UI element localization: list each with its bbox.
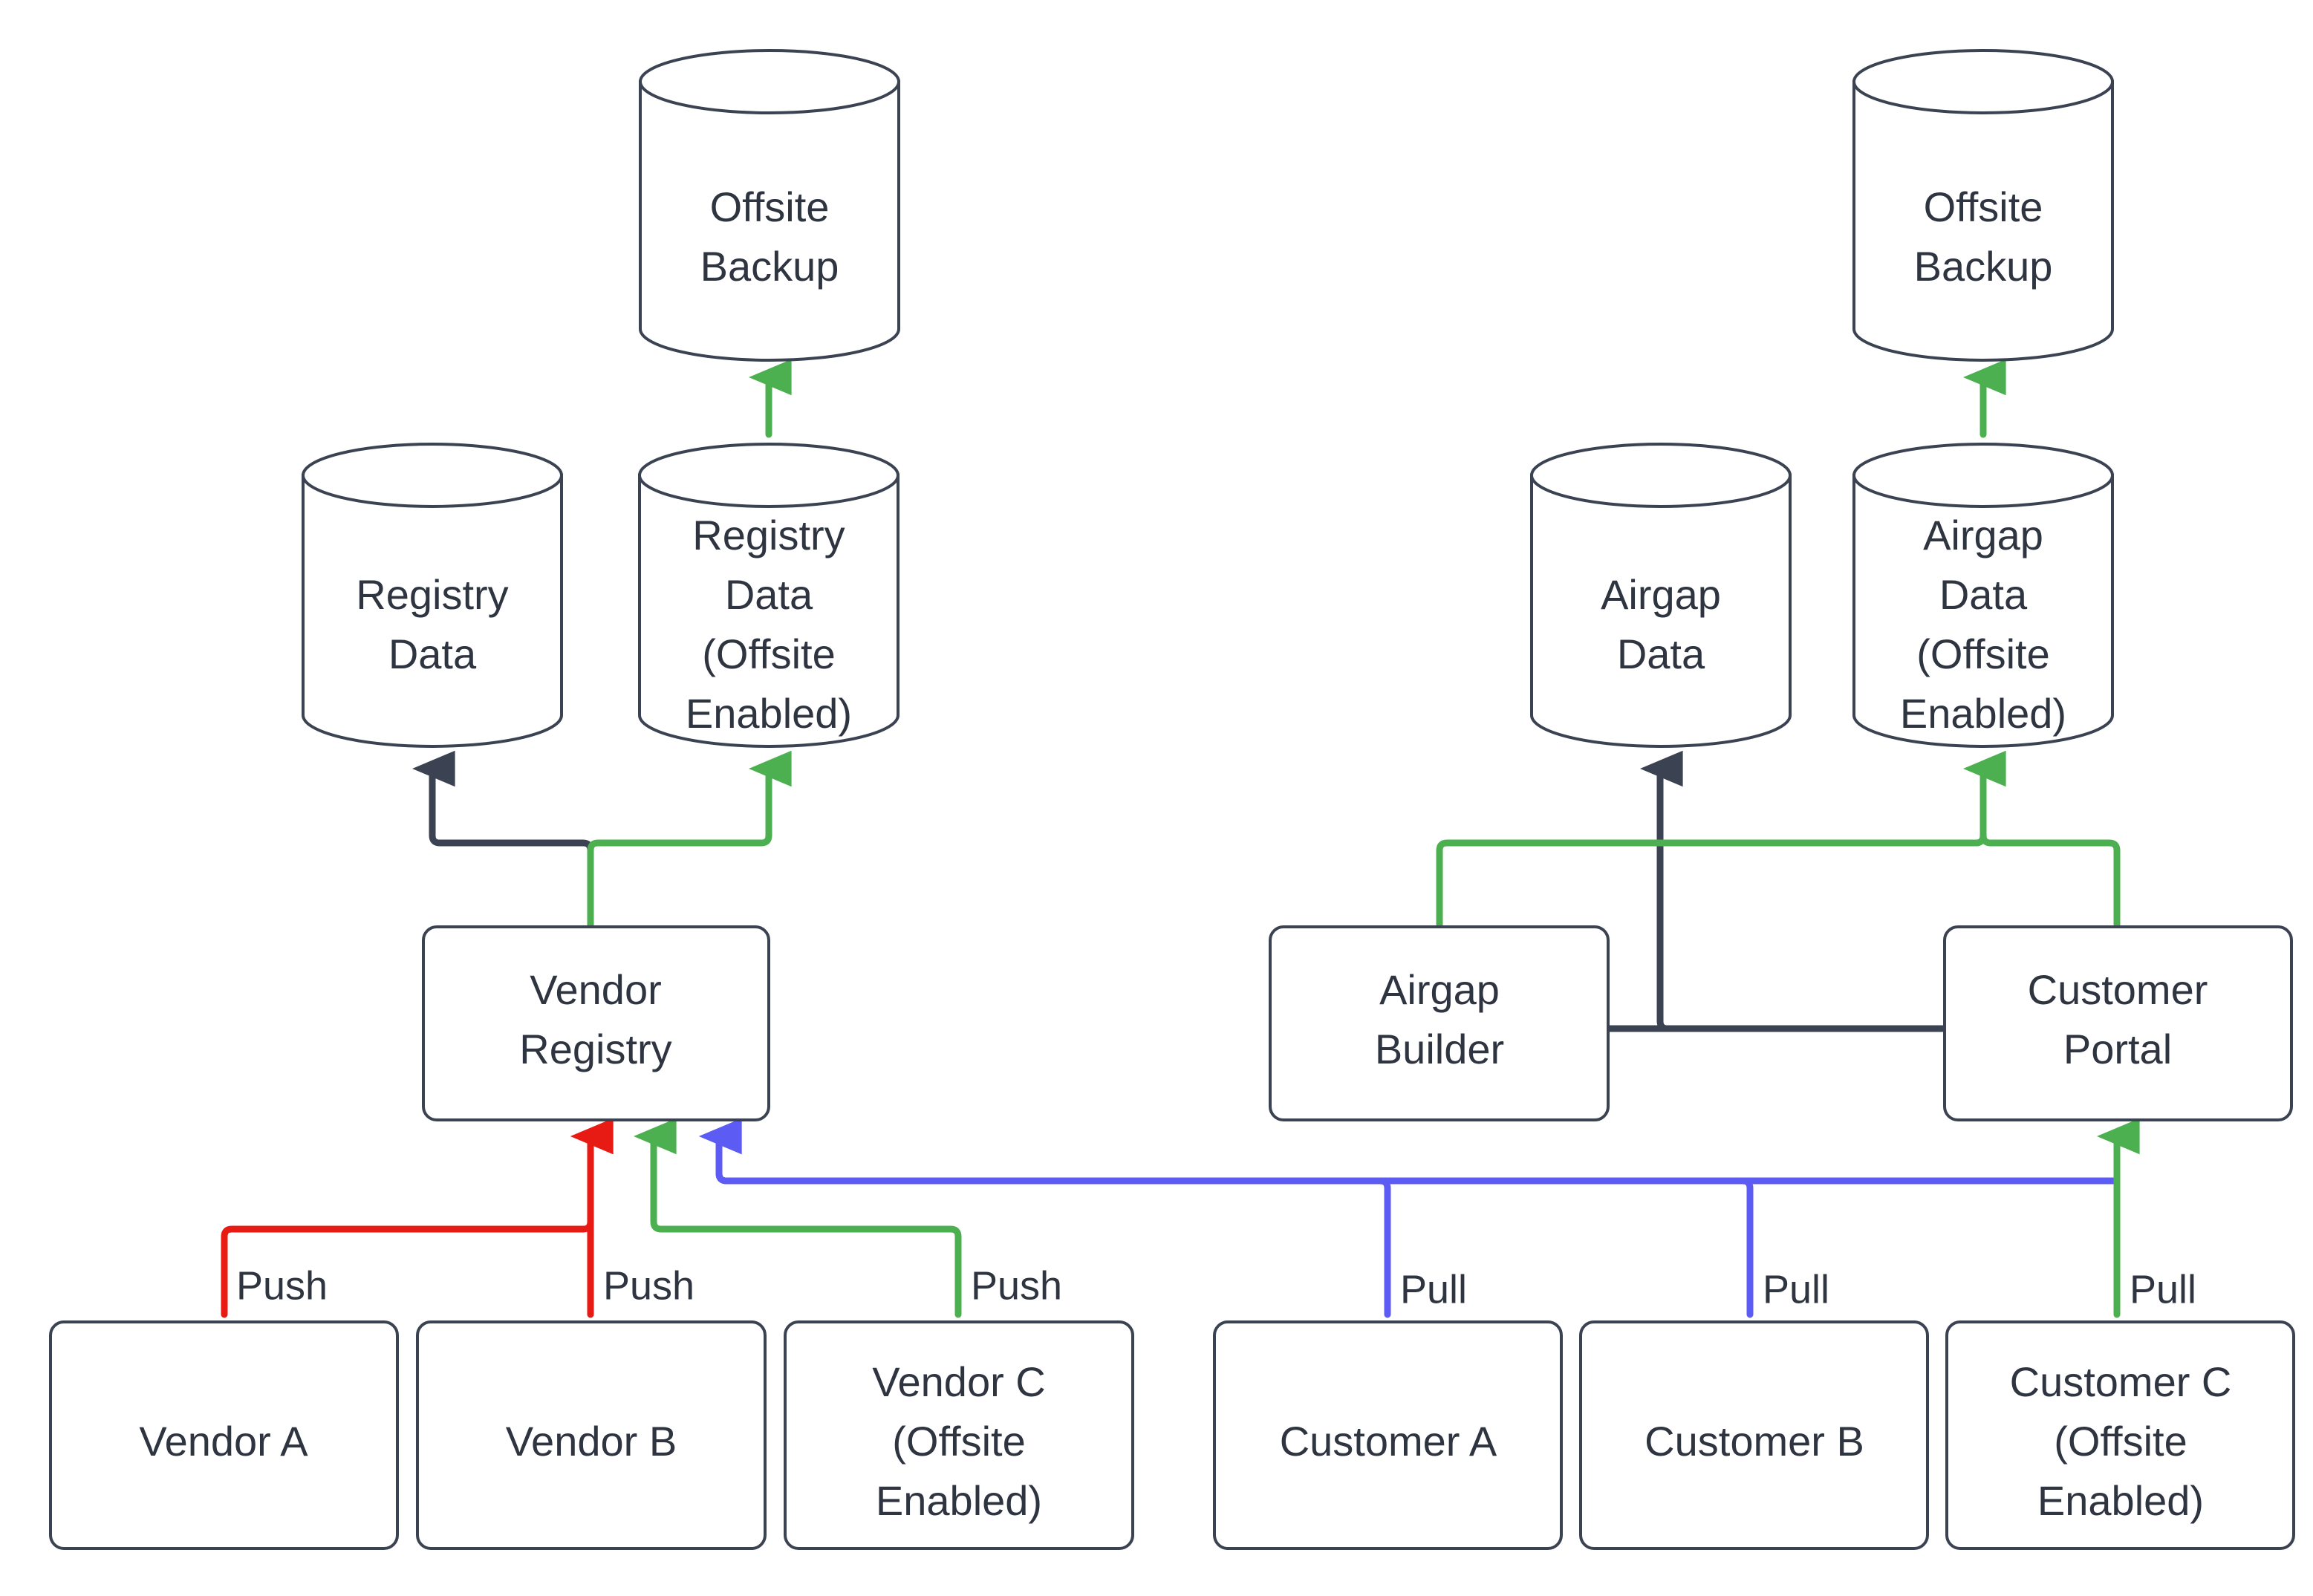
node-registry-data-offsite[interactable]: Registry Data (Offsite Enabled) bbox=[638, 443, 900, 748]
customer-c-line3: Enabled) bbox=[2037, 1477, 2204, 1524]
registry-data-line1: Registry bbox=[356, 571, 508, 618]
edge-registry-to-registry-data-offsite bbox=[587, 750, 792, 928]
edge-label-customer-b-pull: Pull bbox=[1763, 1267, 1829, 1312]
vendor-registry-line2: Registry bbox=[519, 1026, 671, 1072]
node-vendor-a[interactable]: Vendor A bbox=[49, 1320, 399, 1550]
vendor-registry-line1: Vendor bbox=[530, 966, 662, 1013]
customer-c-line1: Customer C bbox=[2010, 1358, 2232, 1405]
edge-customer-b-pull bbox=[698, 1118, 1754, 1318]
customer-portal-line1: Customer bbox=[2028, 966, 2208, 1013]
node-offsite-backup-right[interactable]: Offsite Backup bbox=[1852, 49, 2114, 362]
vendor-b-line1: Vendor B bbox=[506, 1418, 677, 1465]
registry-data-offsite-line2: Data bbox=[725, 571, 813, 618]
edge-label-vendor-b-push: Push bbox=[603, 1263, 694, 1308]
edge-builder-to-airgap-data-offsite bbox=[1436, 750, 2006, 928]
node-airgap-builder[interactable]: Airgap Builder bbox=[1269, 925, 1610, 1121]
node-airgap-data-offsite[interactable]: Airgap Data (Offsite Enabled) bbox=[1852, 443, 2114, 748]
node-offsite-backup-left[interactable]: Offsite Backup bbox=[639, 49, 900, 362]
node-customer-c[interactable]: Customer C (Offsite Enabled) bbox=[1945, 1320, 2295, 1550]
node-customer-a[interactable]: Customer A bbox=[1213, 1320, 1563, 1550]
edge-label-customer-c-pull: Pull bbox=[2130, 1267, 2196, 1312]
node-customer-portal[interactable]: Customer Portal bbox=[1943, 925, 2293, 1121]
edge-portal-to-airgap-data bbox=[1639, 750, 1946, 1032]
vendor-c-line1: Vendor C bbox=[872, 1358, 1046, 1405]
airgap-data-line1: Airgap bbox=[1601, 571, 1721, 618]
registry-data-offsite-line1: Registry bbox=[692, 512, 845, 558]
edge-vendor-c-push bbox=[633, 1118, 962, 1318]
vendor-a-line1: Vendor A bbox=[139, 1418, 308, 1465]
node-vendor-b[interactable]: Vendor B bbox=[416, 1320, 767, 1550]
registry-data-line2: Data bbox=[388, 631, 477, 677]
node-customer-b[interactable]: Customer B bbox=[1579, 1320, 1929, 1550]
offsite-backup-left-line2: Backup bbox=[700, 243, 839, 290]
registry-data-offsite-line3: (Offsite bbox=[702, 631, 835, 677]
airgap-data-line2: Data bbox=[1617, 631, 1705, 677]
airgap-data-offsite-line1: Airgap bbox=[1923, 512, 2043, 558]
node-vendor-registry[interactable]: Vendor Registry bbox=[422, 925, 770, 1121]
airgap-data-offsite-line3: (Offsite bbox=[1916, 631, 2049, 677]
customer-portal-line2: Portal bbox=[2063, 1026, 2172, 1072]
offsite-backup-right-line1: Offsite bbox=[1924, 183, 2043, 230]
edge-label-customer-a-pull: Pull bbox=[1400, 1267, 1467, 1312]
airgap-data-offsite-line2: Data bbox=[1939, 571, 2028, 618]
airgap-data-offsite-line4: Enabled) bbox=[1900, 690, 2066, 737]
offsite-backup-right-line2: Backup bbox=[1914, 243, 2053, 290]
edge-portal-to-airgap-data-offsite bbox=[1979, 765, 2121, 928]
customer-c-line2: (Offsite bbox=[2054, 1418, 2187, 1465]
vendor-c-line2: (Offsite bbox=[892, 1418, 1025, 1465]
node-airgap-data[interactable]: Airgap Data bbox=[1530, 443, 1792, 748]
node-registry-data[interactable]: Registry Data bbox=[302, 443, 563, 748]
airgap-builder-line1: Airgap bbox=[1379, 966, 1500, 1013]
vendor-c-line3: Enabled) bbox=[876, 1477, 1042, 1524]
node-vendor-c[interactable]: Vendor C (Offsite Enabled) bbox=[784, 1320, 1134, 1550]
edge-registry-to-registry-data bbox=[411, 750, 594, 928]
registry-data-offsite-line4: Enabled) bbox=[686, 690, 852, 737]
edge-label-vendor-a-push: Push bbox=[236, 1263, 328, 1308]
offsite-backup-left-line1: Offsite bbox=[710, 183, 830, 230]
airgap-builder-line2: Builder bbox=[1375, 1026, 1504, 1072]
customer-a-line1: Customer A bbox=[1280, 1418, 1497, 1465]
customer-b-line1: Customer B bbox=[1645, 1418, 1864, 1465]
edge-label-vendor-c-push: Push bbox=[971, 1263, 1062, 1308]
